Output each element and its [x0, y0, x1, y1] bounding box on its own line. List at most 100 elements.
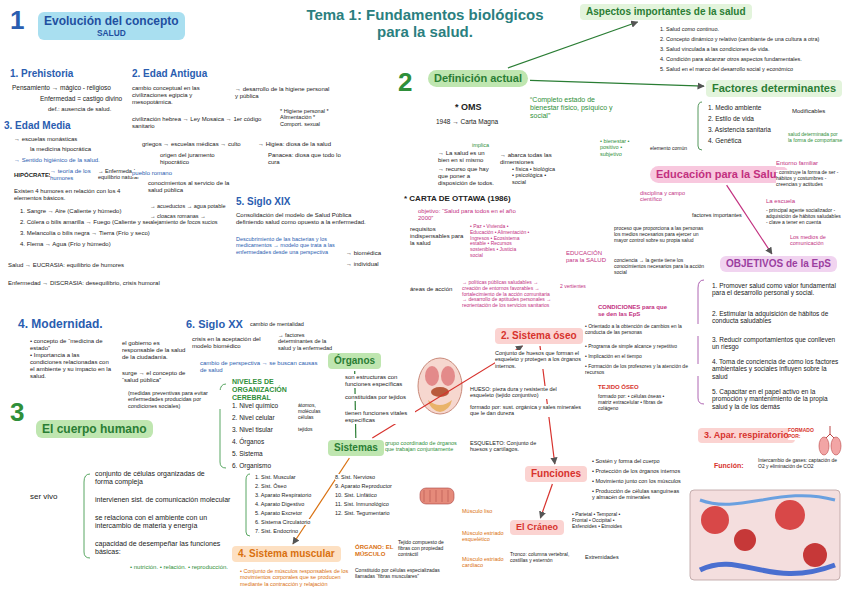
- text-label: 6. Sistema Circulatorio: [255, 519, 310, 525]
- text-label: áreas de acción: [410, 286, 452, 293]
- text-label: 5. Salud en el marco del desarrollo soci…: [660, 66, 793, 72]
- text-label: → abarca todas las dimensiones: [500, 152, 570, 166]
- topic-box: Educación para la Salud: [650, 166, 789, 183]
- text-label: → biomédica: [346, 250, 381, 257]
- topic-box: Evolución del conceptoSALUD: [38, 12, 185, 40]
- topic-box: 3. Apar. respiratorio: [698, 428, 795, 443]
- text-label: civilización hebrea → Ley Mosaica → 1er …: [132, 116, 272, 130]
- text-label: ser vivo: [30, 492, 58, 501]
- text-label: “Completo estado de bienestar físico, ps…: [530, 96, 625, 120]
- text-label: La escuela: [766, 198, 795, 205]
- text-label: → escuelas monásticas: [14, 136, 77, 143]
- text-label: Los medios de comunicación: [790, 234, 842, 247]
- text-label: Modificables: [792, 108, 825, 115]
- text-label: 9. Aparato Reproductor: [335, 483, 392, 489]
- text-label: Entorno familiar: [776, 160, 818, 167]
- text-label: HUESO: pieza dura y resistente del esque…: [470, 386, 582, 399]
- text-label: átomos, moléculas: [298, 403, 338, 415]
- text-label: Tejido compuesto de fibras con propiedad…: [398, 540, 456, 557]
- text-label: → factores determinantes de la salud y l…: [278, 332, 338, 351]
- text-label: 3. Salud vinculada a las condiciones de …: [660, 46, 769, 52]
- text-label: • Programa de simple alcance y repetitiv…: [585, 344, 677, 350]
- text-label: 5. Capacitar en el papel activo en la pr…: [712, 388, 842, 410]
- text-label: tienen funciones vitales específicas: [345, 410, 415, 424]
- text-label: • física • biológica • psicológica • soc…: [512, 166, 557, 185]
- text-label: 4. Modernidad.: [18, 318, 103, 332]
- text-label: 3. Melancolía o bilis negra → Tierra (Fr…: [20, 230, 150, 237]
- text-label: 3: [10, 398, 24, 428]
- text-label: 1. Sangre → Aire (Caliente y húmedo): [20, 208, 121, 215]
- text-label: Enfermedad → DISCRASIA: desequilibrio, c…: [8, 280, 160, 287]
- topic-box: El Cráneo: [510, 520, 564, 535]
- text-label: 2. Nivel celular: [232, 414, 275, 421]
- text-label: 1. Promover salud como valor fundamental…: [712, 282, 840, 297]
- text-label: 1. Prehistoria: [10, 68, 73, 80]
- text-label: Pensamiento → mágico - religioso: [12, 84, 111, 91]
- text-label: formado por: sust. orgánica y sales mine…: [470, 404, 582, 417]
- text-label: • Paz • Vivienda • Educación • Alimentac…: [470, 224, 530, 259]
- text-label: (medidas preventivas para evitar enferme…: [128, 390, 223, 409]
- topic-box: El cuerpo humano: [36, 420, 153, 438]
- text-label: 1. Nivel químico: [232, 402, 278, 409]
- text-label: • concepto de “medicina de estado”: [30, 338, 120, 352]
- text-label: objetivo: “Salud para todos en el año 20…: [418, 208, 528, 222]
- text-label: • bienestar • positivo • subjetivo: [600, 138, 645, 157]
- text-label: * Higiene personal * Alimentación * Comp…: [280, 108, 335, 127]
- connector-arrow: [540, 484, 552, 518]
- text-label: son estructuras con funciones específica…: [345, 374, 415, 388]
- box-heading: Aspectos importantes de la salud: [586, 6, 746, 18]
- text-label: EDUCACIÓN para la SALUD: [566, 250, 611, 264]
- text-label: 1. Sist. Muscular: [255, 474, 296, 480]
- muscle-illustration: [420, 488, 454, 504]
- text-label: surge → el concepto de “salud pública”: [122, 370, 197, 384]
- text-label: Músculo estriado esquelético: [462, 530, 504, 543]
- text-label: implica: [472, 142, 489, 148]
- text-label: 2: [398, 68, 412, 98]
- text-label: 3. Asistencia sanitaria: [708, 126, 771, 133]
- text-label: 3. Reducir comportamientos que conlleven…: [712, 336, 840, 351]
- text-label: disciplina y campo científico: [640, 190, 688, 203]
- text-label: * CARTA DE OTTAWA (1986): [404, 194, 511, 203]
- text-label: Conjunto de huesos que forman el esquele…: [495, 350, 583, 369]
- text-label: conciencia → la gente tiene los conocimi…: [614, 258, 706, 275]
- text-label: • Formación de los profesores y la atenc…: [585, 364, 700, 376]
- text-label: intervienen sist. de comunicación molecu…: [95, 496, 230, 504]
- connector-arrow: [508, 22, 638, 68]
- text-label: → teoría de los humores: [50, 168, 95, 182]
- alveoli-illustration: [690, 490, 840, 580]
- text-label: 1. Medio ambiente: [708, 104, 761, 111]
- text-label: 4. Genética: [708, 137, 741, 144]
- topic-box: Funciones: [525, 466, 587, 482]
- topic-box: Aspectos importantes de la salud: [580, 4, 752, 20]
- text-label: cambio conceptual en las civilizaciones …: [132, 85, 227, 106]
- text-label: 5. Sistema: [232, 450, 263, 457]
- text-label: • nutrición. • relación. • reproducción.: [130, 564, 228, 571]
- text-label: • Movimiento junto con los músculos: [592, 478, 681, 484]
- text-label: Músculo estriado cardíaco: [462, 556, 504, 569]
- text-label: 5. Siglo XIX: [236, 196, 290, 208]
- text-label: requisitos indispensables para la salud: [410, 226, 465, 247]
- text-label: cambio de perspectiva → se buscan causas…: [200, 360, 320, 374]
- text-label: 2 vertientes: [560, 284, 586, 290]
- text-label: Enfermedad = castigo divino: [40, 95, 122, 102]
- box-heading: 2. Sistema óseo: [501, 330, 577, 342]
- box-heading: El Cráneo: [516, 522, 558, 533]
- text-label: 2. Estimular la adquisición de hábitos d…: [712, 310, 840, 325]
- text-label: NIVELES DE ORGANIZACIÓN CEREBRAL: [232, 378, 317, 402]
- text-label: Intercambio de gases: captación de O2 y …: [758, 458, 840, 470]
- box-heading: Definición actual: [434, 72, 522, 85]
- text-label: Existen 4 humores en relación con los 4 …: [14, 188, 134, 202]
- text-label: 10. Sist. Linfático: [335, 492, 377, 498]
- text-label: Función:: [714, 462, 744, 470]
- text-label: def.: ausencia de salud.: [48, 106, 111, 113]
- text-label: • Importancia a las condiciones relacion…: [30, 352, 112, 380]
- box-heading: El cuerpo humano: [42, 422, 147, 436]
- text-label: 2. Sist. Óseo: [255, 483, 287, 489]
- text-label: proceso que proporciona a las personas l…: [614, 226, 706, 243]
- bracket-lines: [84, 102, 704, 558]
- text-label: 11. Sist. Inmunológico: [335, 501, 389, 507]
- text-label: Extremidades: [585, 554, 619, 560]
- text-label: ESQUELETO: Conjunto de huesos y cartílag…: [470, 440, 550, 453]
- text-label: * OMS: [455, 102, 482, 112]
- text-label: - construye la forma de ser - hábitos y …: [776, 170, 842, 187]
